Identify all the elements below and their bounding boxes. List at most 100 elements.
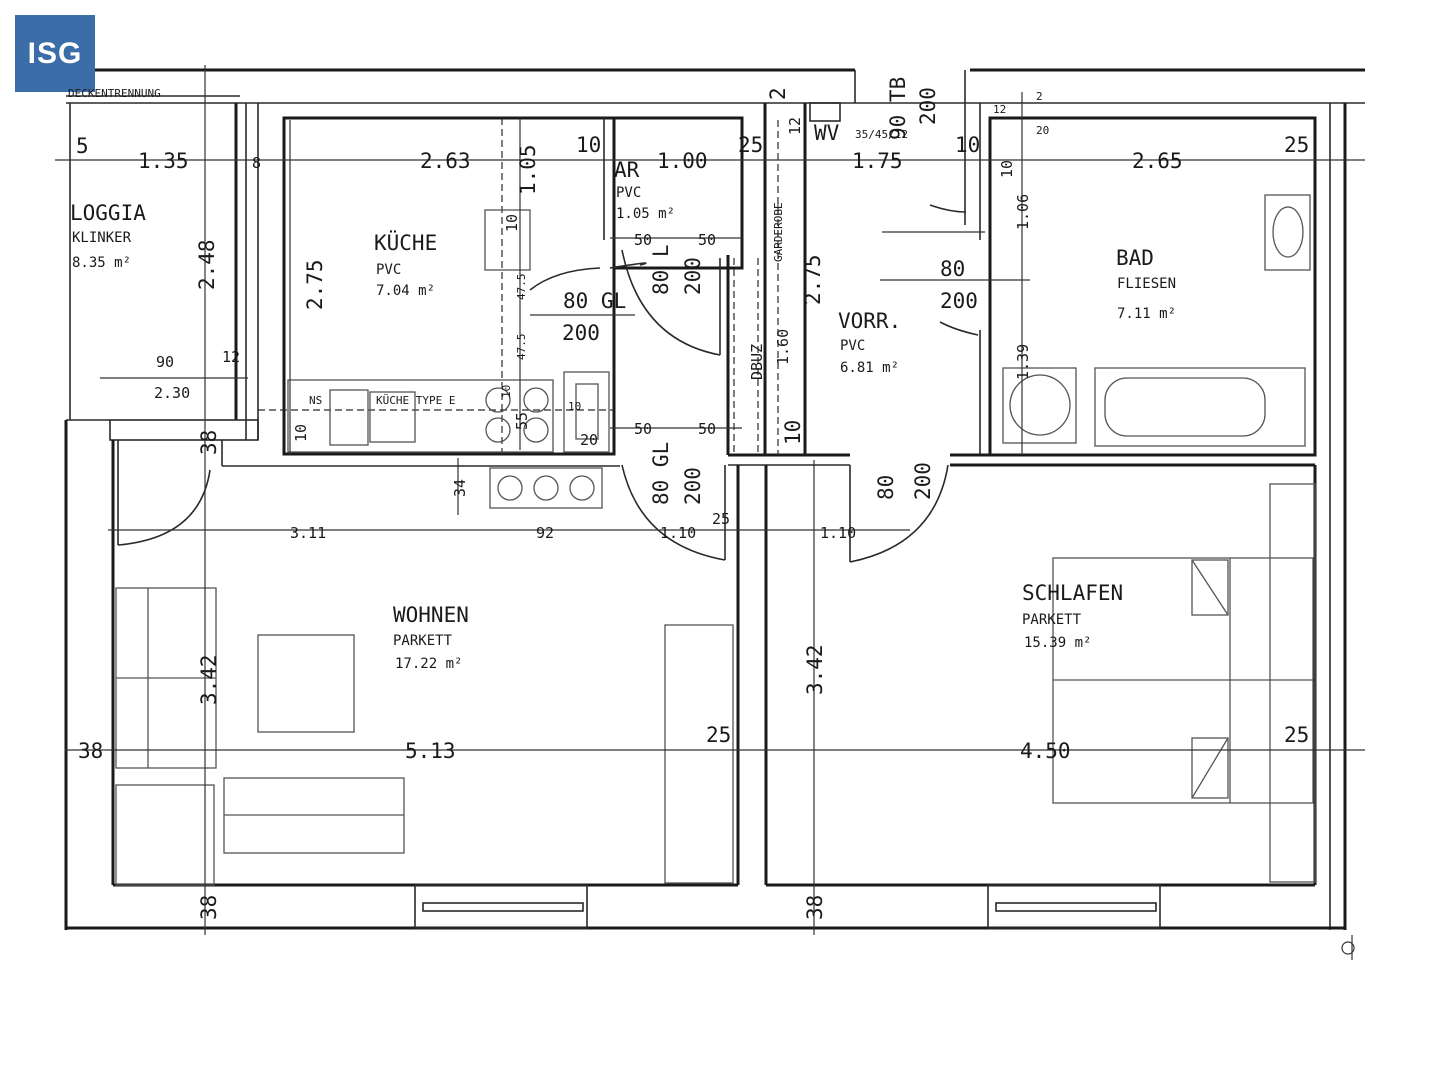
room-material: FLIESEN: [1117, 276, 1176, 292]
room-name: SCHLAFEN: [1022, 581, 1123, 605]
dim-text: 1.05: [516, 144, 540, 195]
dim-text: 25: [738, 133, 763, 157]
room-material: PVC: [616, 185, 641, 201]
isg-logo: ISG: [15, 15, 95, 92]
dim-text: 10: [576, 133, 601, 157]
room-area: 6.81 m²: [840, 360, 899, 376]
dim-text: 4.50: [1020, 739, 1071, 763]
dim-text: 1.10: [660, 524, 696, 542]
dim-text: 1.06: [1014, 194, 1032, 230]
dim-text: 5.13: [405, 739, 456, 763]
dim-text: 2.48: [195, 239, 219, 290]
dim-text: 200: [681, 257, 705, 295]
dim-text: 8: [252, 154, 261, 172]
dim-text: 47.5: [515, 274, 528, 301]
room-label-vorr: VORR. PVC 6.81 m²: [838, 309, 901, 376]
dim-text: 10: [503, 214, 521, 232]
dim-text: 2: [766, 87, 790, 100]
dim-text: 80: [874, 475, 898, 500]
room-label-wohnen: WOHNEN PARKETT 17.22 m²: [393, 603, 469, 672]
dim-text: 50: [634, 420, 652, 438]
dim-text: 2.30: [154, 384, 190, 402]
doors: [117, 204, 979, 563]
dim-text: 38: [803, 895, 827, 920]
room-name: BAD: [1116, 246, 1154, 270]
dim-text: 1.60: [774, 329, 792, 365]
dim-text: 38: [197, 895, 221, 920]
dim-text: 2.65: [1132, 149, 1183, 173]
room-label-schlafen: SCHLAFEN PARKETT 15.39 m²: [1022, 581, 1123, 651]
wv-label: WV: [814, 121, 840, 145]
dim-text: 3.11: [290, 524, 326, 542]
dim-text: 200: [562, 321, 600, 345]
room-material: PVC: [376, 262, 401, 278]
dim-text: 1.75: [852, 149, 903, 173]
dim-text: 80 L: [649, 244, 673, 295]
dim-text: 25: [1284, 133, 1309, 157]
dim-text: 10: [781, 420, 805, 445]
dim-text: 20: [580, 431, 598, 449]
dim-text: 1.00: [657, 149, 708, 173]
room-material: KLINKER: [72, 230, 132, 246]
deckentrennung-label: DECKENTRENNUNG: [68, 87, 161, 100]
walls: [64, 68, 1365, 930]
kueche-type-label: KÜCHE TYPE E: [376, 394, 455, 407]
room-area: 15.39 m²: [1024, 635, 1091, 651]
room-area: 1.05 m²: [616, 206, 675, 222]
dim-text: 3.42: [803, 644, 827, 695]
room-label-loggia: LOGGIA KLINKER 8.35 m²: [70, 201, 146, 271]
dim-text: 200: [681, 467, 705, 505]
dbuz-label: DBUZ: [748, 344, 766, 380]
room-name: WOHNEN: [393, 603, 469, 627]
tb-label: 90 TB: [886, 77, 910, 140]
dim-text: 12: [222, 348, 240, 366]
dim-text: 12: [786, 117, 804, 135]
tb-200-label: 200: [916, 87, 940, 125]
room-name: LOGGIA: [70, 201, 146, 225]
room-label-kueche: KÜCHE PVC 7.04 m²: [374, 230, 437, 299]
misc-labels: DECKENTRENNUNG KÜCHE TYPE E NS WV 35/45/…: [68, 77, 940, 407]
dim-text: 10: [955, 133, 980, 157]
room-area: 17.22 m²: [395, 656, 462, 672]
dim-text: 20: [1036, 124, 1049, 137]
dim-text: 55: [513, 412, 531, 430]
logo-text: ISG: [27, 36, 83, 70]
room-label-bad: BAD FLIESEN 7.11 m²: [1116, 246, 1176, 322]
dim-text: 80 GL: [563, 289, 626, 313]
dim-text: 80 GL: [649, 442, 673, 505]
dim-text: 1.35: [138, 149, 189, 173]
dashed-lines: [258, 118, 779, 455]
room-name: VORR.: [838, 309, 901, 333]
dim-text: 10: [500, 385, 513, 398]
room-material: PVC: [840, 338, 865, 354]
dim-text: 38: [78, 739, 103, 763]
dim-text: 50: [634, 231, 652, 249]
dim-text: 10: [568, 400, 581, 413]
dim-text: 25: [712, 510, 730, 528]
room-name: KÜCHE: [374, 230, 437, 255]
furniture: [115, 194, 1316, 886]
room-name: AR: [614, 158, 640, 182]
dim-text: 50: [698, 231, 716, 249]
dim-text: 1.10: [820, 524, 856, 542]
dim-text: 25: [1284, 723, 1309, 747]
garderobe-label: GARDEROBE: [772, 202, 785, 262]
schacht-label: 35/45/12: [855, 128, 908, 141]
dim-text: 2.63: [420, 149, 471, 173]
dimension-texts: 5 1.35 8 2.63 10 1.00 25 1.75 10 2.65 25…: [76, 87, 1309, 920]
dim-text: 2.75: [303, 259, 327, 310]
dim-text: 10: [292, 424, 310, 442]
room-area: 7.11 m²: [1117, 306, 1176, 322]
dim-text: 200: [940, 289, 978, 313]
dim-text: 50: [698, 420, 716, 438]
dim-text: 1.39: [1014, 344, 1032, 380]
dim-text: 34: [451, 479, 469, 497]
dim-text: 2: [1036, 90, 1043, 103]
dim-text: 80: [940, 257, 965, 281]
dim-text: 12: [993, 103, 1006, 116]
dim-text: 5: [76, 134, 89, 158]
dim-text: 90: [156, 353, 174, 371]
dim-text: 10: [998, 160, 1016, 178]
room-material: PARKETT: [1022, 612, 1082, 628]
ns-label: NS: [309, 394, 322, 407]
